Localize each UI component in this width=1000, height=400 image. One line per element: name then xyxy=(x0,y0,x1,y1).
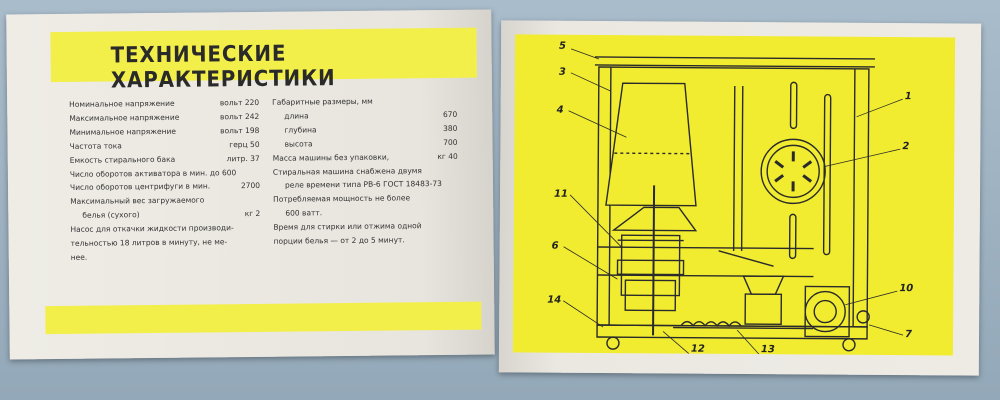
callout-2: 2 xyxy=(902,141,909,152)
spec-value: 2700 xyxy=(240,181,261,191)
right-page: 5 3 4 1 2 11 6 14 12 13 10 7 xyxy=(498,20,982,376)
diagram-svg: 5 3 4 1 2 11 6 14 12 13 10 7 xyxy=(547,41,913,356)
spec-value: кг 40 xyxy=(437,151,458,161)
spec-label: Максимальное напряжение xyxy=(69,112,180,123)
spec-label: Число оборотов центрифуги в мин. xyxy=(69,181,211,193)
spec-row: нее. xyxy=(71,249,261,265)
spec-label: Минимальное напряжение xyxy=(69,126,177,137)
washing-machine-diagram: 5 3 4 1 2 11 6 14 12 13 10 7 xyxy=(512,34,956,356)
spec-label: белья (сухого) xyxy=(82,210,140,221)
spec-label: реле времени типа РВ-6 ГОСТ 18483-73 xyxy=(284,179,442,191)
spec-value: литр. 37 xyxy=(226,153,260,163)
spec-row: Число оборотов активатора в мин. до 600 xyxy=(70,165,260,181)
callout-10: 10 xyxy=(899,283,913,294)
spec-label: Номинальное напряжение xyxy=(69,98,175,109)
callout-7: 7 xyxy=(905,329,912,340)
spec-row: порции белья — от 2 до 5 минут. xyxy=(274,233,459,249)
callout-4: 4 xyxy=(556,105,564,116)
spec-label: Частота тока xyxy=(69,141,122,151)
spec-label: Емкость стирального бака xyxy=(69,154,176,165)
spec-row: Насос для откачки жидкости производи- xyxy=(70,221,260,237)
callout-14: 14 xyxy=(547,295,561,306)
left-page: ТЕХНИЧЕСКИЕ ХАРАКТЕРИСТИКИ Номинальное н… xyxy=(6,9,495,360)
spec-label: 600 ватт. xyxy=(285,208,323,218)
spec-row: реле времени типа РВ-6 ГОСТ 18483-73 xyxy=(273,177,458,193)
callout-11: 11 xyxy=(554,189,568,200)
spec-label: порции белья — от 2 до 5 минут. xyxy=(273,235,405,246)
spec-label: длина xyxy=(284,111,309,121)
spec-value: вольт 198 xyxy=(220,125,260,136)
callout-13: 13 xyxy=(761,344,775,355)
spec-label: высота xyxy=(284,139,313,149)
bottom-band xyxy=(45,301,482,335)
specs-column-right: Габаритные размеры, мм длина 670 глубина 380… xyxy=(272,94,459,249)
spec-label: глубина xyxy=(284,125,317,135)
callout-6: 6 xyxy=(552,241,559,252)
callout-5: 5 xyxy=(559,41,566,52)
callout-1: 1 xyxy=(905,91,912,102)
spec-value: 700 xyxy=(443,137,458,147)
spec-value: вольт 220 xyxy=(219,97,260,108)
spec-label: Масса машины без упаковки, xyxy=(272,152,390,163)
spec-value: кг 2 xyxy=(244,209,261,219)
spec-label: Потребляемая мощность не более xyxy=(273,193,411,205)
spec-label: Максимальный вес загружаемого xyxy=(70,195,205,207)
spec-label: тельностью 18 литров в минуту, не ме- xyxy=(70,237,228,248)
callout-3: 3 xyxy=(559,67,566,78)
title-band: ТЕХНИЧЕСКИЕ ХАРАКТЕРИСТИКИ xyxy=(50,27,477,93)
page-title: ТЕХНИЧЕСКИЕ ХАРАКТЕРИСТИКИ xyxy=(110,41,336,94)
spec-label: нее. xyxy=(70,252,88,262)
spec-label: Число оборотов активатора в мин. до 600 xyxy=(69,167,237,179)
spec-value: 380 xyxy=(443,123,458,133)
callout-12: 12 xyxy=(691,344,705,355)
spec-value: герц 50 xyxy=(229,139,260,149)
spec-label: Габаритные размеры, мм xyxy=(272,96,373,107)
spec-value: вольт 242 xyxy=(219,111,260,122)
spec-value: 670 xyxy=(442,109,458,119)
